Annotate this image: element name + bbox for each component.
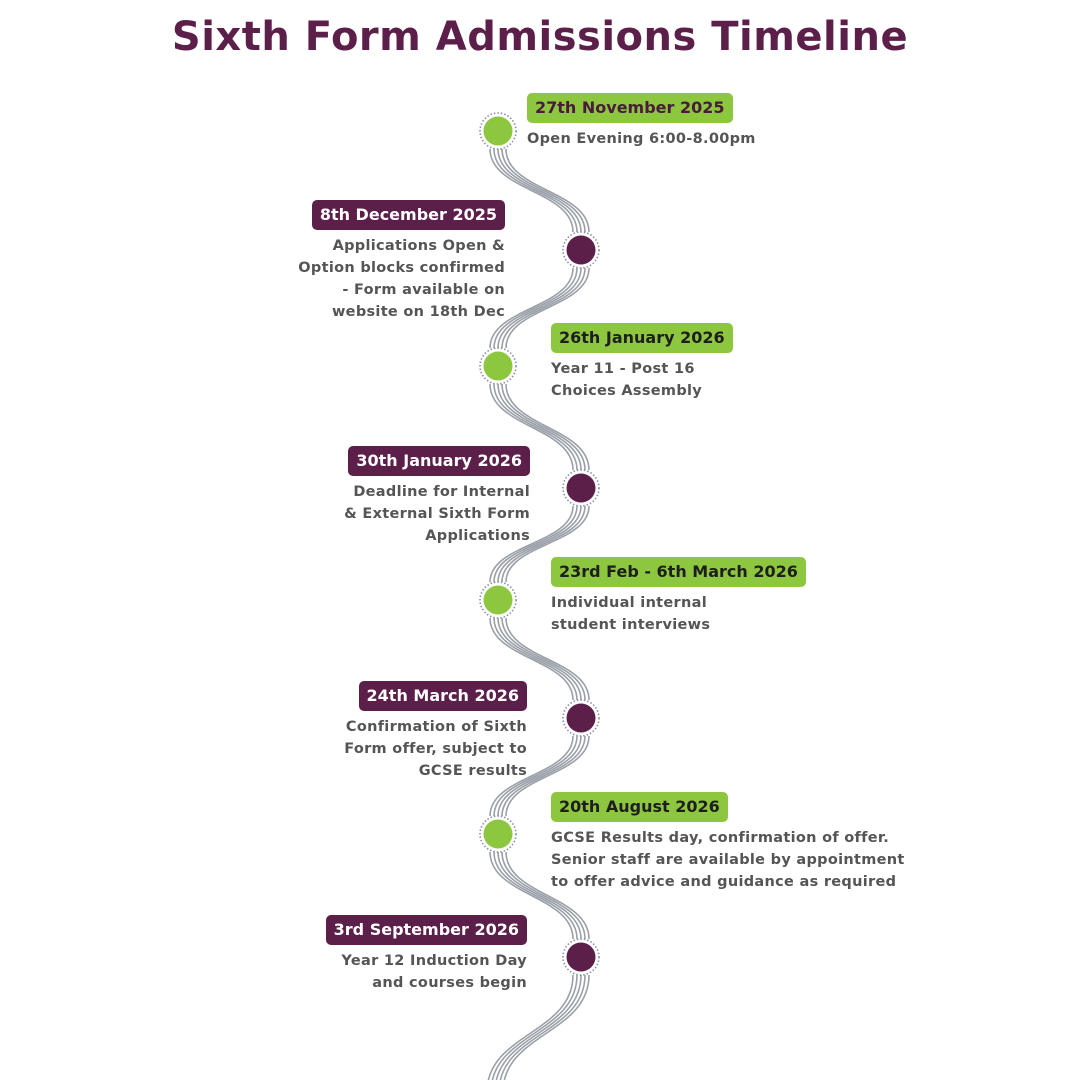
path-line — [489, 851, 574, 940]
event-description: Open Evening 6:00-8.00pm — [527, 131, 756, 147]
path-line — [493, 735, 578, 817]
timeline-event: 30th January 2026 Deadline for Internal … — [344, 446, 530, 547]
path-line — [491, 974, 578, 1080]
path-line — [505, 617, 590, 701]
path-line — [489, 617, 574, 701]
path-line — [505, 267, 590, 349]
timeline-node — [566, 942, 596, 972]
path-line — [505, 851, 590, 940]
event-description: GCSE Results day, confirmation of offer.… — [551, 830, 905, 890]
path-line — [487, 974, 574, 1080]
event-date: 24th March 2026 — [358, 681, 527, 711]
path-line — [497, 505, 582, 583]
timeline-event: 3rd September 2026 Year 12 Induction Day… — [325, 915, 527, 994]
timeline-event: 23rd Feb - 6th March 2026 Individual int… — [551, 557, 806, 636]
path-line — [493, 383, 578, 471]
timeline-event: 24th March 2026 Confirmation of Sixth Fo… — [344, 681, 527, 782]
path-line — [503, 974, 590, 1080]
timeline-event: 26th January 2026 Year 11 - Post 16 Choi… — [551, 323, 733, 402]
event-date: 8th December 2025 — [311, 200, 505, 230]
path-line — [501, 267, 586, 349]
path-line — [501, 505, 586, 583]
path-line — [493, 148, 578, 233]
path-line — [505, 505, 590, 583]
event-description: Individual internal student interviews — [551, 595, 711, 633]
path-line — [501, 148, 586, 233]
timeline-event: 8th December 2025 Applications Open & Op… — [298, 200, 505, 323]
path-line — [505, 735, 590, 817]
path-line — [497, 267, 582, 349]
timeline-node — [483, 116, 513, 146]
path-line — [501, 617, 586, 701]
event-description: Year 11 - Post 16 Choices Assembly — [551, 361, 703, 399]
path-line — [501, 851, 586, 940]
path-line — [489, 267, 574, 349]
event-description: Confirmation of Sixth Form offer, subjec… — [344, 719, 527, 779]
event-date: 30th January 2026 — [348, 446, 530, 476]
path-line — [497, 383, 582, 471]
path-line — [497, 851, 582, 940]
timeline-node — [483, 351, 513, 381]
path-line — [493, 267, 578, 349]
event-date: 3rd September 2026 — [325, 915, 527, 945]
event-date: 26th January 2026 — [551, 323, 733, 353]
timeline-event: 20th August 2026 GCSE Results day, confi… — [551, 792, 905, 893]
path-line — [493, 617, 578, 701]
path-line — [505, 383, 590, 471]
timeline-node — [483, 819, 513, 849]
path-line — [497, 148, 582, 233]
path-line — [501, 383, 586, 471]
timeline-node — [566, 235, 596, 265]
path-line — [505, 148, 590, 233]
path-line — [489, 505, 574, 583]
event-date: 20th August 2026 — [551, 792, 728, 822]
timeline-node — [566, 473, 596, 503]
event-description: Deadline for Internal & External Sixth F… — [344, 484, 530, 544]
path-line — [499, 974, 586, 1080]
path-line — [497, 735, 582, 817]
path-line — [489, 383, 574, 471]
timeline-event: 27th November 2025 Open Evening 6:00-8.0… — [527, 93, 756, 150]
path-line — [489, 735, 574, 817]
path-line — [493, 505, 578, 583]
path-line — [501, 735, 586, 817]
event-date: 23rd Feb - 6th March 2026 — [551, 557, 806, 587]
path-line — [497, 617, 582, 701]
timeline-node — [566, 703, 596, 733]
timeline-node — [483, 585, 513, 615]
path-line — [495, 974, 582, 1080]
path-line — [489, 148, 574, 233]
page-title: Sixth Form Admissions Timeline — [171, 14, 909, 60]
event-description: Applications Open & Option blocks confir… — [298, 238, 505, 320]
path-line — [493, 851, 578, 940]
event-date: 27th November 2025 — [527, 93, 733, 123]
event-description: Year 12 Induction Day and courses begin — [341, 953, 527, 991]
